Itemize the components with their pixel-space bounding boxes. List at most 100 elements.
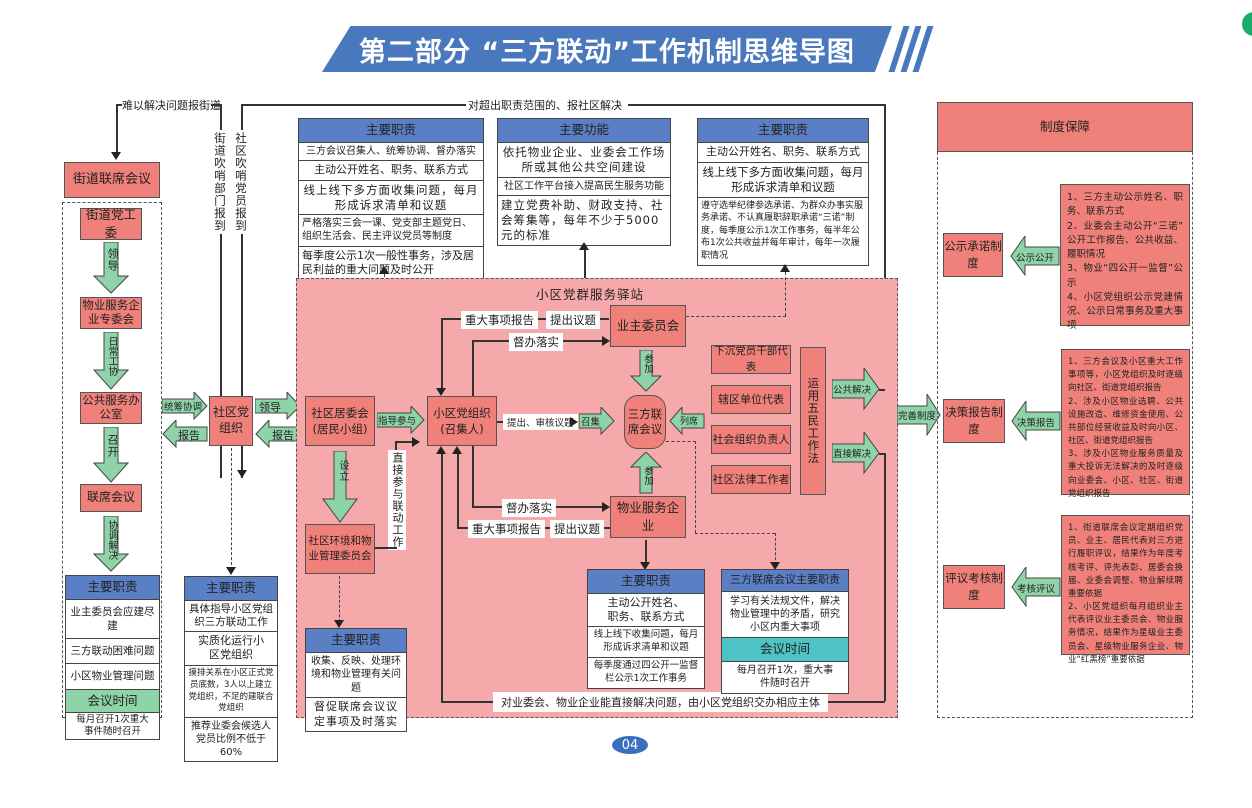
arrow-convene-right: [579, 407, 615, 435]
dashed-connector: [666, 441, 696, 442]
arrow-report-left: [162, 420, 208, 448]
street-report-label: 难以解决问题报街道: [122, 99, 221, 112]
dashed-connector: [339, 576, 340, 622]
station-title: 小区党群服务驿站: [536, 287, 645, 302]
table-row: 社区工作平台接入提高民生服务功能: [498, 178, 670, 197]
table-row: 严格落实三会一课、党支部主题党日、组织生活会、民主评议党员等制度: [299, 215, 483, 247]
arrow-evaluation-left: [1011, 567, 1061, 607]
arrowhead-up: [452, 446, 462, 454]
meeting-time-text: 每月召开1次重大事件随时召开: [76, 714, 149, 738]
arrow-direct-resolve: [832, 432, 880, 474]
connector-line: [220, 104, 222, 478]
arrow-coordinate-label: 统筹协调: [164, 402, 203, 413]
arrowhead-up: [379, 266, 389, 274]
public-service-office-node: 公共服务办公室: [80, 392, 142, 424]
connector-line: [441, 454, 443, 701]
dashed-connector: [695, 441, 696, 533]
arrow-public-resolve: [832, 368, 880, 410]
connector-line: [822, 701, 885, 703]
community-party-node: 社区党组织: [209, 396, 253, 446]
connector-line: [241, 104, 466, 106]
propose-topic-label-top: 提出议题: [546, 311, 600, 329]
property-duties-table: 主要职责 主动公开姓名、职务、联系方式 线上线下收集问题，每月形成诉求清单和议题…: [587, 569, 705, 689]
table-row: 小区物业管理问题: [66, 664, 159, 690]
propose-topic-label-bottom: 提出议题: [550, 520, 604, 538]
arrow-daily-label: 日常工协: [106, 336, 117, 376]
arrow-attend-label: 列席: [680, 417, 699, 427]
table-row: 具体指导小区党组织三方联动工作: [185, 601, 277, 633]
connector-line: [584, 250, 586, 280]
table-header: 主要职责: [588, 570, 704, 594]
five-min-method-node: 运用五民工作法: [800, 347, 826, 495]
meeting-duties-table: 三方联席会议主要职责 学习有关法规文件，解决物业管理中的矛盾，研究小区内重大事项…: [721, 569, 849, 694]
major-report-label-bottom: 重大事项报告: [468, 520, 545, 538]
arrow-lead-label: 领导: [106, 248, 119, 272]
table-header: 主要职责: [66, 576, 159, 600]
arrowhead-right: [602, 336, 610, 346]
connector-line: [884, 453, 886, 701]
connector-line: [441, 318, 443, 390]
property-committee-node: 物业服务企业专委会: [80, 297, 142, 329]
station-functions-table: 主要功能 依托物业企业、业委会工作场所或其他公共空间建设 社区工作平台接入提高民…: [497, 118, 671, 247]
arrow-join-down: [630, 350, 662, 392]
table-row: 学习有关法规文件，解决物业管理中的矛盾，研究小区内重大事项: [722, 592, 848, 638]
connector-line: [211, 104, 221, 106]
community-whistle-label: 社区吹哨党员报到: [233, 130, 249, 234]
street-party-committee-node: 街道党工委: [80, 207, 142, 240]
rep-legal-worker: 社区法律工作者: [711, 465, 791, 494]
tripartite-meeting-node: 三方联席会议: [624, 395, 666, 449]
table-header: 三方联席会议主要职责: [722, 570, 848, 592]
xq-party-node: 小区党组织(召集人): [427, 396, 497, 446]
arrow-coordinate-down: [93, 516, 129, 572]
connector-line: [628, 104, 884, 106]
arrow-lead-down: [93, 242, 129, 294]
arrow-decision-left: [1011, 401, 1061, 441]
table-row: 三方联动困难问题: [66, 639, 159, 665]
owners-committee-node: 业主委员会: [610, 305, 686, 347]
arrow-join-label-bottom: 参加: [642, 466, 653, 485]
table-row: 主动公开姓名、职务、联系方式: [698, 143, 868, 163]
dashed-connector: [695, 533, 775, 534]
table-row: 业主委员会应建尽建: [66, 600, 159, 640]
table-row: 线上线下多方面收集问题，每月形成诉求清单和议题: [698, 163, 868, 198]
arrowhead-right: [412, 437, 420, 447]
dashed-connector: [775, 533, 776, 565]
arrow-disclosure-left: [1010, 236, 1060, 276]
dashed-connector: [785, 272, 786, 316]
arrow-lead-right: [255, 392, 301, 420]
arrowhead-down: [436, 388, 446, 396]
arrowhead-up: [436, 446, 446, 454]
arrow-coordinate-label: 协调解决: [106, 520, 117, 560]
connector-line: [645, 540, 647, 566]
connector-line: [879, 453, 885, 455]
arrow-disclosure-label: 公示公开: [1016, 253, 1055, 264]
table-row: 建立党费补助、财政支持、社会筹集等，每年不少于5000元的标准: [501, 198, 664, 243]
table-row: 主动公开姓名、职务、联系方式: [299, 161, 483, 182]
connector-line: [879, 389, 885, 391]
table-header: 主要职责: [299, 119, 483, 143]
street-whistle-label: 街道吹哨部门报到: [212, 130, 228, 234]
green-dot-icon: [1242, 12, 1252, 36]
arrow-lead-right-label: 领导: [259, 401, 281, 414]
table-row: 收集、反映、处理环境和物业管理有关问题: [306, 653, 406, 699]
page-title: 第二部分 “三方联动”工作机制思维导图: [322, 26, 892, 72]
table-row: 推荐业委会候选人党员比例不低于60%: [191, 721, 271, 759]
community-duties-table: 主要职责 具体指导小区党组织三方联动工作 实质化运行小区党组织 摸排关系在小区正…: [184, 576, 278, 763]
system-node-evaluation: 评议考核制度: [943, 565, 1005, 609]
arrow-direct-label: 直接解决: [833, 449, 872, 460]
table-row: 主动公开姓名、职务、联系方式: [588, 594, 704, 628]
residents-committee-node: 社区居委会(居民小组): [305, 396, 375, 446]
property-company-node: 物业服务企业: [610, 496, 686, 538]
arrowhead-up: [579, 242, 589, 250]
table-row: 依托物业企业、业委会工作场所或其他公共空间建设: [498, 143, 670, 178]
rep-unit: 辖区单位代表: [711, 385, 791, 414]
page-number: 04: [612, 736, 648, 754]
arrow-evaluation-label: 考核评议: [1017, 584, 1056, 595]
table-row: 摸排关系在小区正式党员底数，3人以上建立党组织，不足的建联合党组织: [185, 666, 277, 719]
supervise-label-top: 督办落实: [509, 333, 563, 351]
propose-review-label: 提出、审核议题: [503, 414, 578, 430]
arrow-improve-system: [897, 394, 941, 436]
owners-committee-duties-table: 主要职责 主动公开姓名、职务、联系方式 线上线下多方面收集问题，每月形成诉求清单…: [697, 118, 869, 266]
arrow-report-left-label: 报告: [178, 429, 200, 442]
connector-line: [457, 454, 459, 528]
